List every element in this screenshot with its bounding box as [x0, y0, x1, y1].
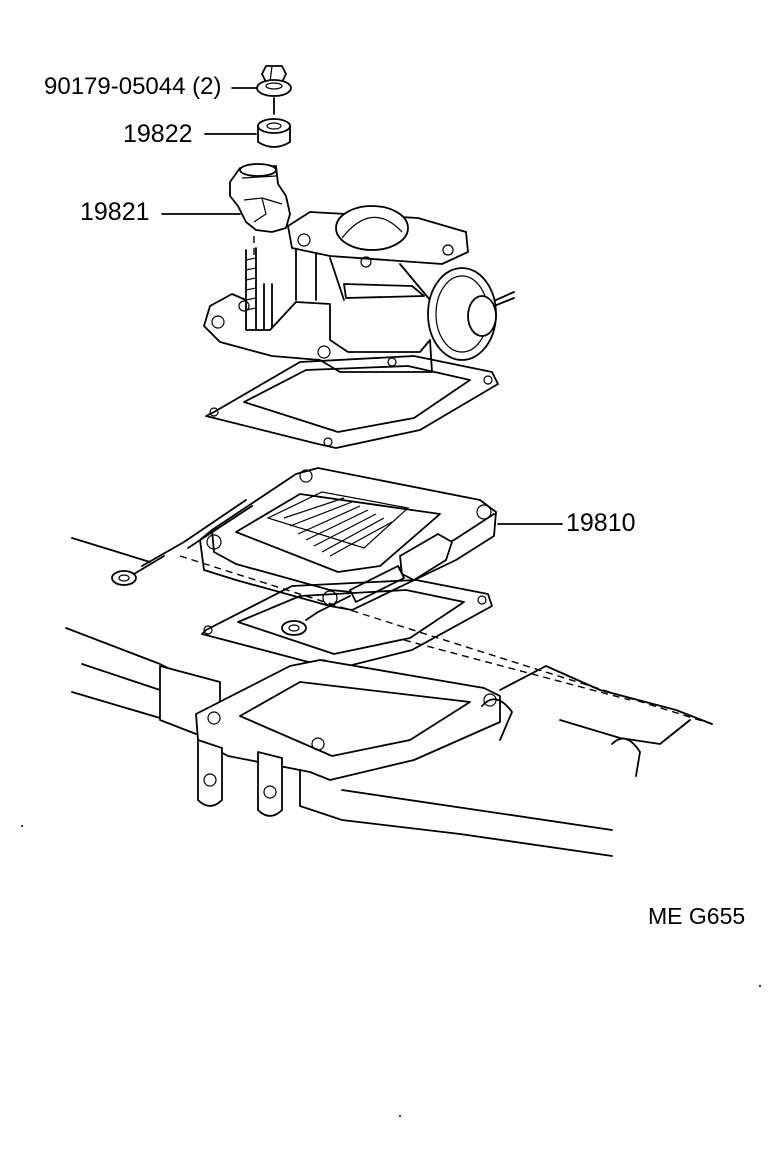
bolt-part: [256, 65, 292, 115]
part-number-heater: 19810: [566, 509, 636, 537]
carburetor-body: [203, 205, 515, 373]
part-number-spacer: 19822: [123, 120, 193, 148]
heater-insulator: [111, 467, 497, 636]
bracket-part: [229, 163, 291, 233]
lower-gasket: [201, 579, 493, 671]
leader-lines: [161, 87, 563, 525]
part-number-bolt: 90179-05044 (2): [44, 73, 222, 100]
upper-gasket: [205, 355, 499, 449]
spacer-part: [257, 118, 291, 148]
intake-manifold: [65, 537, 713, 857]
figure-code: ME G655: [648, 903, 746, 929]
part-number-bracket: 19821: [80, 198, 150, 226]
